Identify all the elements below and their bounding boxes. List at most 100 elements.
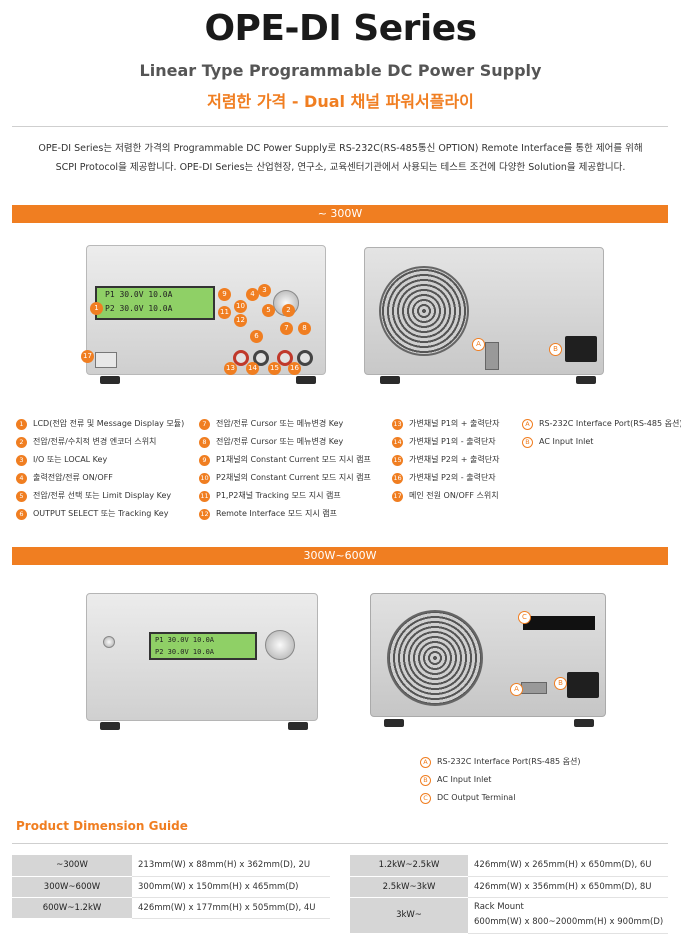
legend-text: 가변채널 P2의 - 출력단자 xyxy=(409,473,496,482)
legend-number: 6 xyxy=(16,508,27,520)
rs232c-port xyxy=(521,682,547,694)
model-cell: 600W~1.2kW xyxy=(12,897,132,919)
callout-badge: 14 xyxy=(246,362,259,375)
callout-badge: 3 xyxy=(258,284,271,297)
legend-text: I/O 또는 LOCAL Key xyxy=(33,455,108,464)
callout-badge: 15 xyxy=(268,362,281,375)
legend-item: 13 가변채널 P1의 + 출력단자 xyxy=(392,415,500,433)
legend-number: 2 xyxy=(16,436,27,448)
callout-badge: 9 xyxy=(218,288,231,301)
legend-number: 13 xyxy=(392,418,403,430)
size-cell: Rack Mount 600mm(W) x 800~2000mm(H) x 90… xyxy=(468,897,668,934)
legend-letter: A xyxy=(522,418,533,430)
table-row: 2.5kW~3kW 426mm(W) x 356mm(H) x 650mm(D)… xyxy=(350,876,668,898)
legend-text: P2채널의 Constant Current 모드 지시 램프 xyxy=(216,473,371,482)
cooling-fan xyxy=(387,610,483,706)
divider xyxy=(12,126,668,127)
legend-number: 9 xyxy=(199,454,210,466)
intro-text: OPE-DI Series는 저렴한 가격의 Programmable DC P… xyxy=(10,139,671,177)
dimension-table-right: 1.2kW~2.5kW 426mm(W) x 265mm(H) x 650mm(… xyxy=(350,855,668,934)
lcd-line-1: P1 30.0V 10.0A xyxy=(155,636,215,644)
legend-letter: B xyxy=(420,774,431,786)
device-foot xyxy=(576,376,596,384)
table-row: 300W~600W 300mm(W) x 150mm(H) x 465mm(D) xyxy=(12,876,330,898)
legend-item: 4 출력전압/전류 ON/OFF xyxy=(16,469,184,487)
legend-text: 가변채널 P1의 - 출력단자 xyxy=(409,437,496,446)
terminal-p1-plus xyxy=(233,350,249,366)
power-switch[interactable] xyxy=(95,352,117,368)
table-row: 3kW~ Rack Mount 600mm(W) x 800~2000mm(H)… xyxy=(350,897,668,934)
model-cell: 300W~600W xyxy=(12,876,132,898)
legend-item: 8 전압/전류 Cursor 또는 메뉴변경 Key xyxy=(199,433,371,451)
lcd-display: P1 30.0V 10.0A P2 30.0V 10.0A xyxy=(149,632,257,660)
power-switch[interactable] xyxy=(103,636,115,648)
model-cell: 2.5kW~3kW xyxy=(350,876,468,898)
table-row: 1.2kW~2.5kW 426mm(W) x 265mm(H) x 650mm(… xyxy=(350,855,668,877)
legend-text: 전압/전류 Cursor 또는 메뉴변경 Key xyxy=(216,437,344,446)
cooling-fan xyxy=(379,266,469,356)
page-subtitle-kr: 저렴한 가격 - Dual 채널 파워서플라이 xyxy=(207,92,474,111)
device-foot xyxy=(380,376,400,384)
size-cell: 213mm(W) x 88mm(H) x 362mm(D), 2U xyxy=(132,855,330,877)
callout-badge: 17 xyxy=(81,350,94,363)
size-cell: 426mm(W) x 265mm(H) x 650mm(D), 6U xyxy=(468,855,668,877)
callout-badge: A xyxy=(472,338,485,351)
legend-text: 출력전압/전류 ON/OFF xyxy=(33,473,113,482)
legend-text: 전압/전류 선택 또는 Limit Display Key xyxy=(33,491,172,500)
table-row: ~300W 213mm(W) x 88mm(H) x 362mm(D), 2U xyxy=(12,855,330,877)
legend-number: 8 xyxy=(199,436,210,448)
legend-text: RS-232C Interface Port(RS-485 옵션) xyxy=(539,419,681,428)
legend-text: P1,P2채널 Tracking 모드 지시 램프 xyxy=(216,491,341,500)
legend-item: 15 가변채널 P2의 + 출력단자 xyxy=(392,451,500,469)
legend-number: 1 xyxy=(16,418,27,430)
legend-number: 4 xyxy=(16,472,27,484)
legend-text: RS-232C Interface Port(RS-485 옵션) xyxy=(437,757,581,766)
rs232c-port xyxy=(485,342,499,370)
ac-inlet xyxy=(565,336,597,362)
device-foot xyxy=(288,722,308,730)
device-foot xyxy=(384,719,404,727)
lcd-line-2: P2 30.0V 10.0A xyxy=(105,304,173,313)
size-cell: 426mm(W) x 177mm(H) x 505mm(D), 4U xyxy=(132,897,330,919)
section-bar-300w: ~ 300W xyxy=(12,205,668,223)
legend-text: P1채널의 Constant Current 모드 지시 램프 xyxy=(216,455,371,464)
legend-number: 17 xyxy=(392,490,403,502)
legend-text: DC Output Terminal xyxy=(437,793,516,802)
legend-text: 가변채널 P1의 + 출력단자 xyxy=(409,419,500,428)
callout-badge: 11 xyxy=(218,306,231,319)
legend-text: AC Input Inlet xyxy=(539,437,594,446)
legend-text: LCD(전압 전류 및 Message Display 모듈) xyxy=(33,419,185,428)
legend-number: 15 xyxy=(392,454,403,466)
device-foot xyxy=(100,376,120,384)
table-row: 600W~1.2kW 426mm(W) x 177mm(H) x 505mm(D… xyxy=(12,897,330,919)
legend-letter: A xyxy=(420,756,431,768)
callout-badge: 4 xyxy=(246,288,259,301)
model-cell: 1.2kW~2.5kW xyxy=(350,855,468,877)
callout-badge: 2 xyxy=(282,304,295,317)
encoder-knob[interactable] xyxy=(265,630,295,660)
dimension-guide-title: Product Dimension Guide xyxy=(16,819,188,833)
model-cell: ~300W xyxy=(12,855,132,877)
legend-text: 전압/전류/수치적 변경 엔코더 스위치 xyxy=(33,437,157,446)
legend-item: 14 가변채널 P1의 - 출력단자 xyxy=(392,433,500,451)
ac-inlet xyxy=(567,672,599,698)
dimension-table-left: ~300W 213mm(W) x 88mm(H) x 362mm(D), 2U … xyxy=(12,855,330,919)
legend-column-1: 1 LCD(전압 전류 및 Message Display 모듈) 2 전압/전류/… xyxy=(16,415,184,523)
legend-text: 가변채널 P2의 + 출력단자 xyxy=(409,455,500,464)
model-cell: 3kW~ xyxy=(350,897,468,934)
legend-number: 14 xyxy=(392,436,403,448)
intro-line-1: OPE-DI Series는 저렴한 가격의 Programmable DC P… xyxy=(38,143,643,154)
lcd-line-2: P2 30.0V 10.0A xyxy=(155,648,215,656)
callout-badge: 10 xyxy=(234,300,247,313)
legend-column-3: 13 가변채널 P1의 + 출력단자 14 가변채널 P1의 - 출력단자 15 가변… xyxy=(392,415,500,505)
callout-badge: 8 xyxy=(298,322,311,335)
callout-badge: A xyxy=(510,683,523,696)
